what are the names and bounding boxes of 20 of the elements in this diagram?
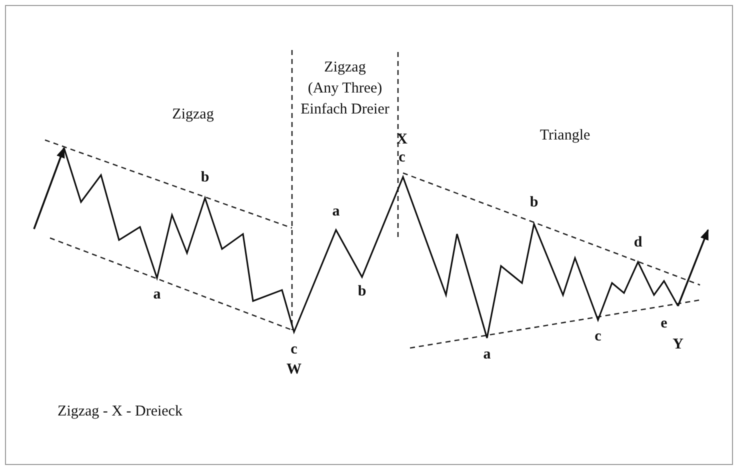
wave-label: W [286,362,302,378]
wave-label: d [634,234,642,252]
section-label: Zigzag [324,60,366,76]
section-label: Einfach Dreier [300,102,390,118]
section-label: Zigzag - X - Dreieck [58,404,182,420]
wave-label: X [396,132,408,148]
wave-label: a [483,346,491,364]
wave-label: b [200,170,210,186]
wave-label: a [332,204,340,220]
wave-label: c [398,150,406,166]
wave-label: e [660,316,668,332]
wave-label: b [530,194,538,212]
wave-label: c [290,342,298,358]
section-label: (Any Three) [308,80,382,98]
wave-label: b [358,284,366,300]
wave-label: c [594,328,602,346]
wave-label: Y [672,336,684,354]
section-label: Triangle [540,128,590,144]
wave-label: a [153,286,161,304]
section-label: Zigzag [172,106,214,124]
